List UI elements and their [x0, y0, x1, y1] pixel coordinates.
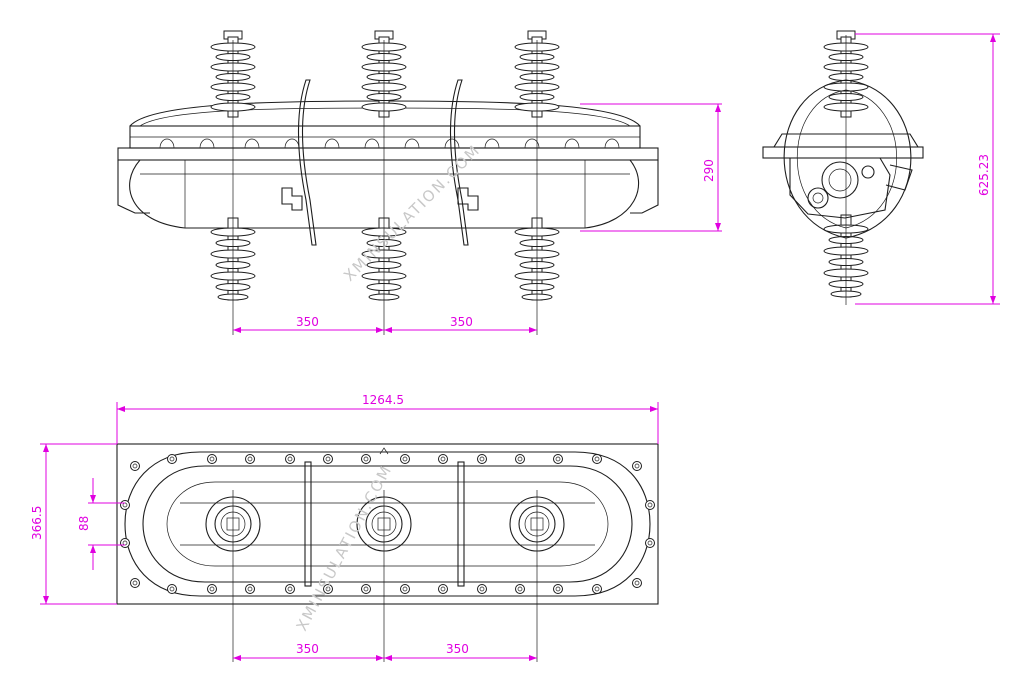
plan-dimension-350-left: 350	[233, 642, 384, 661]
front-bracket-left	[281, 187, 303, 211]
front-dimension-350-left-label: 350	[296, 315, 319, 329]
front-left-end-fitting	[117, 160, 150, 214]
side-dimension-625: 625.23	[855, 33, 1000, 305]
side-mechanism-gear-small	[807, 187, 829, 209]
plan-inner-outline	[166, 481, 609, 567]
plan-dimension-88: 88	[77, 478, 125, 570]
plan-dimension-350-right: 350	[384, 642, 537, 661]
side-mechanism-housing	[789, 157, 891, 219]
plan-phase-barrier-left	[304, 461, 312, 587]
front-watermark: XMINSULATION.COM	[340, 141, 484, 285]
plan-dimension-350-right-label: 350	[446, 642, 469, 656]
front-dimension-350-right-label: 350	[450, 315, 473, 329]
side-dimension-625-label: 625.23	[977, 154, 991, 196]
plan-dimension-366-label: 366.5	[30, 506, 44, 540]
front-bracket-right	[457, 187, 479, 211]
plan-tank-outline	[142, 465, 633, 583]
front-dimension-350-right: 350	[384, 315, 537, 333]
plan-watermark: XMINSULATION.COM	[293, 461, 396, 633]
front-dimension-290: 290	[580, 103, 722, 232]
front-dimension-350-left: 350	[233, 315, 384, 333]
plan-dimension-88-label: 88	[77, 516, 91, 531]
plan-phase-barrier-right	[457, 461, 465, 587]
plan-dimension-350-left-label: 350	[296, 642, 319, 656]
plan-dimension-1264: 1264.5	[116, 393, 659, 444]
side-view	[762, 30, 924, 305]
plan-dimension-1264-label: 1264.5	[362, 393, 404, 407]
plan-flange-outline	[124, 451, 651, 597]
front-dimension-290-label: 290	[702, 159, 716, 182]
front-flange-scallops	[159, 138, 620, 149]
plan-outer-frame	[116, 443, 659, 605]
front-right-end-fitting	[630, 160, 659, 214]
side-mechanism-gear-large	[821, 161, 859, 199]
front-phase-barrier-right	[449, 79, 469, 246]
front-view	[117, 30, 659, 335]
front-phase-barrier-left	[297, 79, 317, 246]
side-flange	[762, 146, 924, 159]
front-lower-flange	[117, 147, 659, 161]
plan-view	[116, 443, 659, 662]
plan-dimension-366: 366.5	[30, 443, 117, 605]
